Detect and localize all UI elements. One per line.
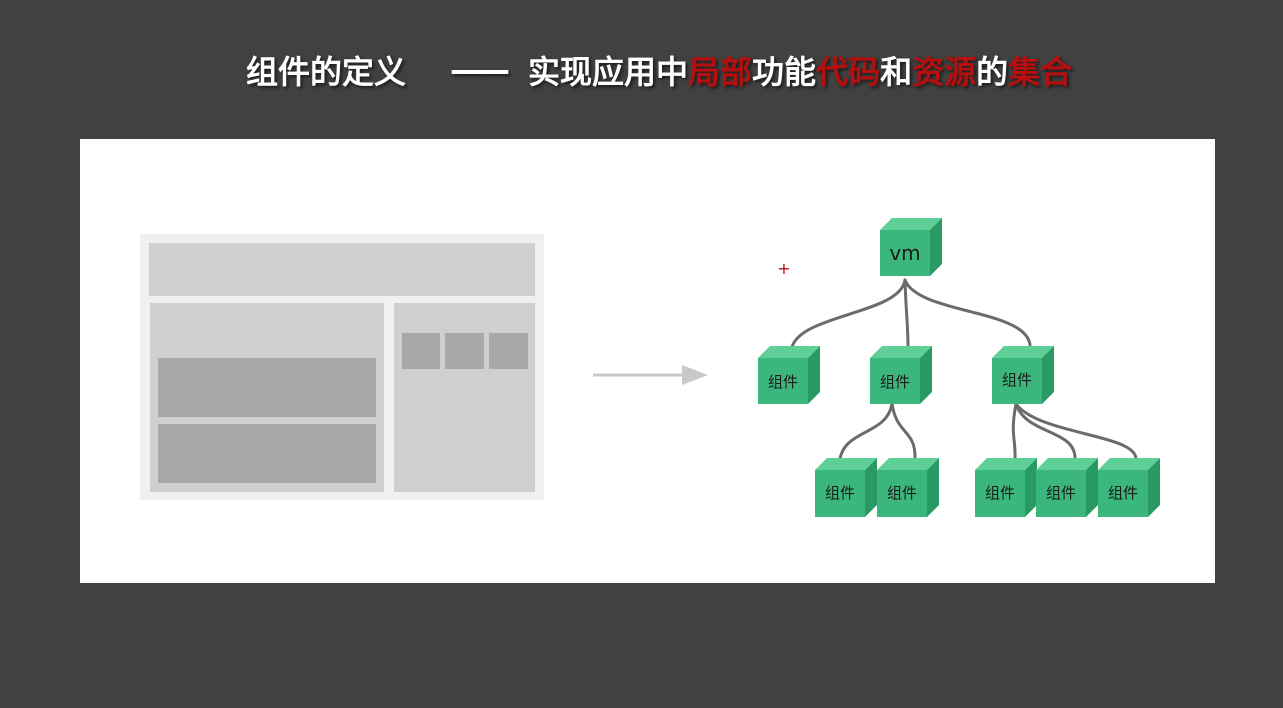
- connector-line: [838, 401, 894, 461]
- title-text-3: 和: [880, 53, 913, 91]
- content-panel: + vm 组件 组件: [80, 139, 1215, 583]
- component-cube: 组件: [758, 346, 820, 404]
- component-cube: 组件: [877, 458, 939, 517]
- connector-line: [903, 278, 1032, 347]
- title-highlight-4: 集合: [1008, 53, 1073, 91]
- component-label: 组件: [1002, 371, 1032, 389]
- title-text-2: 功能: [752, 53, 817, 91]
- page-wireframe: [140, 234, 544, 500]
- component-label: 组件: [1046, 484, 1076, 502]
- component-diagram: + vm 组件 组件: [140, 218, 1160, 517]
- plus-icon: +: [777, 259, 790, 278]
- title-dash: ——: [450, 51, 510, 89]
- component-cube: 组件: [975, 458, 1037, 517]
- connector-line: [903, 278, 910, 349]
- wireframe-tile: [489, 333, 528, 369]
- wireframe-tile: [402, 333, 440, 369]
- title-highlight-1: 局部: [688, 53, 753, 91]
- component-cube: 组件: [992, 346, 1054, 404]
- title-text-4: 的: [976, 53, 1009, 91]
- title-highlight-2: 代码: [816, 53, 881, 91]
- connector-line: [790, 278, 907, 349]
- component-cube: 组件: [815, 458, 877, 517]
- connector-line: [1011, 402, 1018, 461]
- tree-connectors: [790, 278, 1138, 461]
- connector-line: [1014, 402, 1138, 461]
- title-text-1: 实现应用中: [528, 53, 689, 91]
- component-cube: 组件: [1098, 458, 1160, 517]
- connector-line: [1014, 402, 1077, 461]
- title-term: 组件的定义: [246, 53, 407, 91]
- wireframe-header: [149, 243, 535, 296]
- vm-root-cube: vm: [880, 218, 942, 276]
- wireframe-sidebar: [394, 303, 535, 492]
- right-arrow-icon: [593, 365, 708, 385]
- wireframe-tile: [445, 333, 484, 369]
- component-label: 组件: [985, 484, 1015, 502]
- connector-line: [890, 401, 917, 461]
- component-label: 组件: [825, 484, 855, 502]
- component-label: 组件: [1108, 484, 1138, 502]
- component-label: 组件: [768, 373, 798, 391]
- vm-label: vm: [889, 241, 920, 265]
- component-cube: 组件: [1036, 458, 1098, 517]
- wireframe-block: [158, 424, 376, 483]
- wireframe-block: [158, 358, 376, 417]
- title-highlight-3: 资源: [912, 53, 977, 91]
- component-label: 组件: [887, 484, 917, 502]
- component-label: 组件: [880, 373, 910, 391]
- component-cube: 组件: [870, 346, 932, 404]
- slide-title: 组件的定义 —— 实现应用中 局部 功能 代码 和 资源 的 集合: [246, 48, 1072, 92]
